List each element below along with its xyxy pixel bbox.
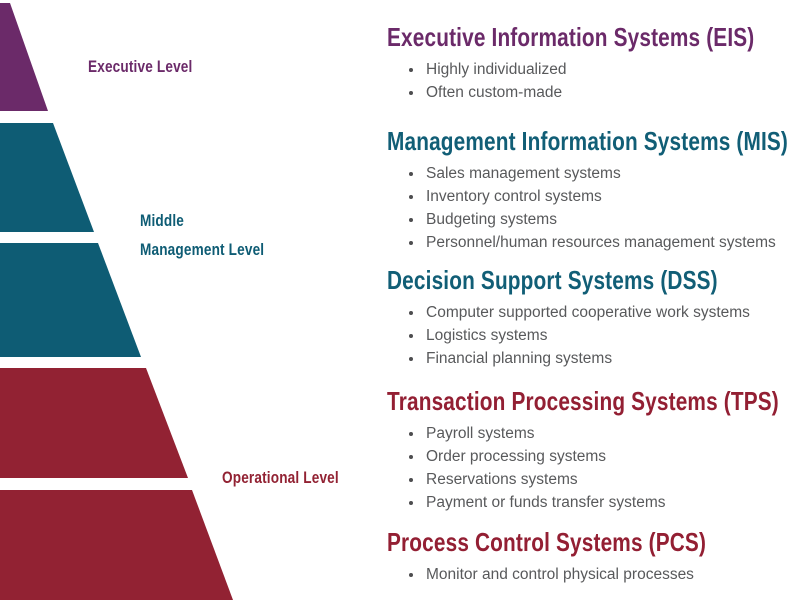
section-tps-items: Payroll systems Order processing systems… [387, 422, 795, 514]
bullet-item: Budgeting systems [424, 208, 795, 231]
section-eis-title: Executive Information Systems (EIS) [387, 22, 755, 52]
section-pcs: Process Control Systems (PCS) Monitor an… [387, 525, 795, 586]
section-mis: Management Information Systems (MIS) Sal… [387, 124, 795, 254]
bullet-item: Payment or funds transfer systems [424, 491, 795, 514]
section-mis-items: Sales management systems Inventory contr… [387, 162, 795, 254]
bullet-item: Financial planning systems [424, 347, 795, 370]
bullet-item: Often custom-made [424, 81, 795, 104]
section-tps: Transaction Processing Systems (TPS) Pay… [387, 384, 795, 514]
bullet-item: Sales management systems [424, 162, 795, 185]
pyramid-label-middle-line1: Middle [140, 211, 185, 230]
bullet-item: Personnel/human resources management sys… [424, 231, 795, 254]
bullet-item: Logistics systems [424, 324, 795, 347]
section-dss: Decision Support Systems (DSS) Computer … [387, 263, 795, 370]
section-pcs-title: Process Control Systems (PCS) [387, 527, 707, 557]
section-mis-title: Management Information Systems (MIS) [387, 126, 789, 156]
bullet-item: Computer supported cooperative work syst… [424, 301, 795, 324]
section-eis: Executive Information Systems (EIS) High… [387, 20, 795, 104]
section-dss-items: Computer supported cooperative work syst… [387, 301, 795, 370]
pyramid-slice-middle-lower [0, 243, 141, 357]
section-eis-items: Highly individualized Often custom-made [387, 58, 795, 104]
bullet-item: Monitor and control physical processes [424, 563, 795, 586]
pyramid-label-operational-level: Operational Level [222, 468, 339, 487]
bullet-item: Inventory control systems [424, 185, 795, 208]
pyramid-slice-operational-lower [0, 490, 233, 600]
pyramid-graphic [0, 3, 233, 600]
pyramid-label-middle-management-level: Middle Management Level [140, 206, 264, 264]
bullet-item: Payroll systems [424, 422, 795, 445]
bullet-item: Highly individualized [424, 58, 795, 81]
pyramid-slice-operational-upper [0, 368, 188, 478]
pyramid-slice-middle-upper [0, 123, 94, 232]
section-tps-title: Transaction Processing Systems (TPS) [387, 386, 779, 416]
pyramid-label-middle-line2: Management Level [140, 240, 265, 259]
section-dss-title: Decision Support Systems (DSS) [387, 265, 718, 295]
pyramid-label-executive-level: Executive Level [88, 57, 193, 76]
bullet-item: Reservations systems [424, 468, 795, 491]
pyramid-slice-executive [0, 3, 48, 111]
section-pcs-items: Monitor and control physical processes [387, 563, 795, 586]
bullet-item: Order processing systems [424, 445, 795, 468]
